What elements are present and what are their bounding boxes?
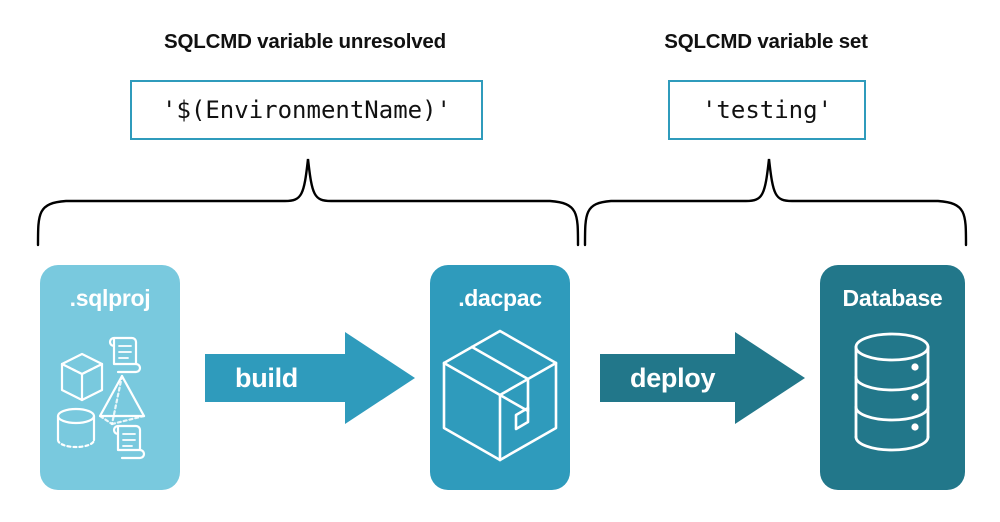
node-dacpac[interactable]: .dacpac	[430, 265, 570, 490]
group-title-left: SQLCMD variable unresolved	[164, 30, 446, 53]
database-cylinder-icon	[854, 332, 930, 452]
node-sqlproj-label: .sqlproj	[69, 285, 151, 311]
brace-left	[36, 158, 580, 247]
arrow-deploy: deploy	[600, 332, 805, 424]
group-title-right: SQLCMD variable set	[664, 30, 868, 53]
arrow-deploy-label: deploy	[630, 362, 716, 393]
package-box-icon	[442, 329, 558, 462]
arrow-build-shape	[205, 332, 415, 424]
arrow-build-label: build	[235, 362, 298, 393]
arrow-deploy-shape	[600, 332, 805, 424]
node-sqlproj[interactable]: .sqlproj	[40, 265, 180, 490]
node-dacpac-label: .dacpac	[458, 285, 542, 311]
arrow-build: build	[205, 332, 415, 424]
project-contents-icon	[56, 336, 146, 460]
node-database-label: Database	[842, 285, 943, 311]
node-database[interactable]: Database	[820, 265, 965, 490]
brace-right	[583, 158, 968, 247]
code-box-left: '$(EnvironmentName)'	[130, 80, 483, 140]
code-box-right: 'testing'	[668, 80, 866, 140]
